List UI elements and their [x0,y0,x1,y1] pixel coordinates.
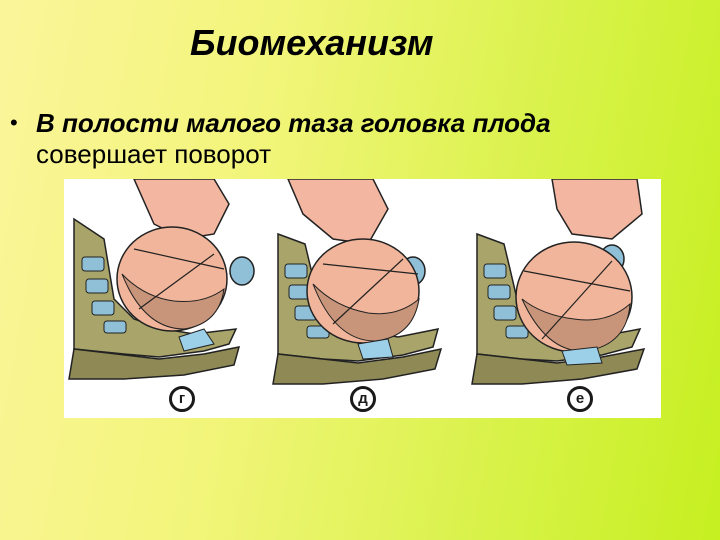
pelvis-head-drawing [471,179,646,385]
panel-label-e: е [567,386,593,412]
illustration-panel-d: д [263,179,462,418]
bullet-text-line-1: В полости малого таза головка плода [36,108,551,138]
fetal-head-rotation-illustration: г д [64,179,661,418]
illustration-panel-e: е [462,179,661,418]
panel-label-g: г [169,386,195,412]
pelvis-head-drawing [272,179,443,385]
slide-title: Биомеханизм [190,22,434,63]
bullet-marker: • [10,110,18,135]
pelvis-head-drawing [68,179,255,380]
illustration-panel-g: г [64,179,263,418]
bullet-text-line-2: совершает поворот [36,139,272,169]
panel-label-d: д [350,386,376,412]
